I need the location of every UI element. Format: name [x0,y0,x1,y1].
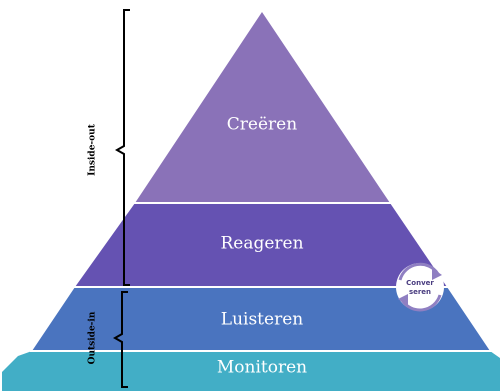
pyramid-layer-luisteren [32,287,490,351]
layer-label-creeren: Creëren [227,115,297,135]
inside-out-bracket [114,9,130,286]
pyramid-layer-monitoren [2,351,500,391]
inside-out-label: Inside-out [88,123,98,176]
cycle-label-line2: seren [409,288,431,296]
layer-label-monitoren: Monitoren [217,358,307,378]
cycle-label-line1: Conver [406,279,434,287]
layer-label-reageren: Reageren [220,234,303,254]
pyramid-layer-reageren [75,203,447,287]
cycle-arrowhead-bottom [398,294,408,306]
cycle-arrowhead-top [432,268,442,280]
outside-in-bracket [112,291,128,388]
pyramid-layer-creeren [135,12,390,203]
layer-label-luisteren: Luisteren [221,310,303,330]
converseren-cycle: Conver seren [396,262,444,312]
outside-in-label: Outside-in [88,311,98,364]
